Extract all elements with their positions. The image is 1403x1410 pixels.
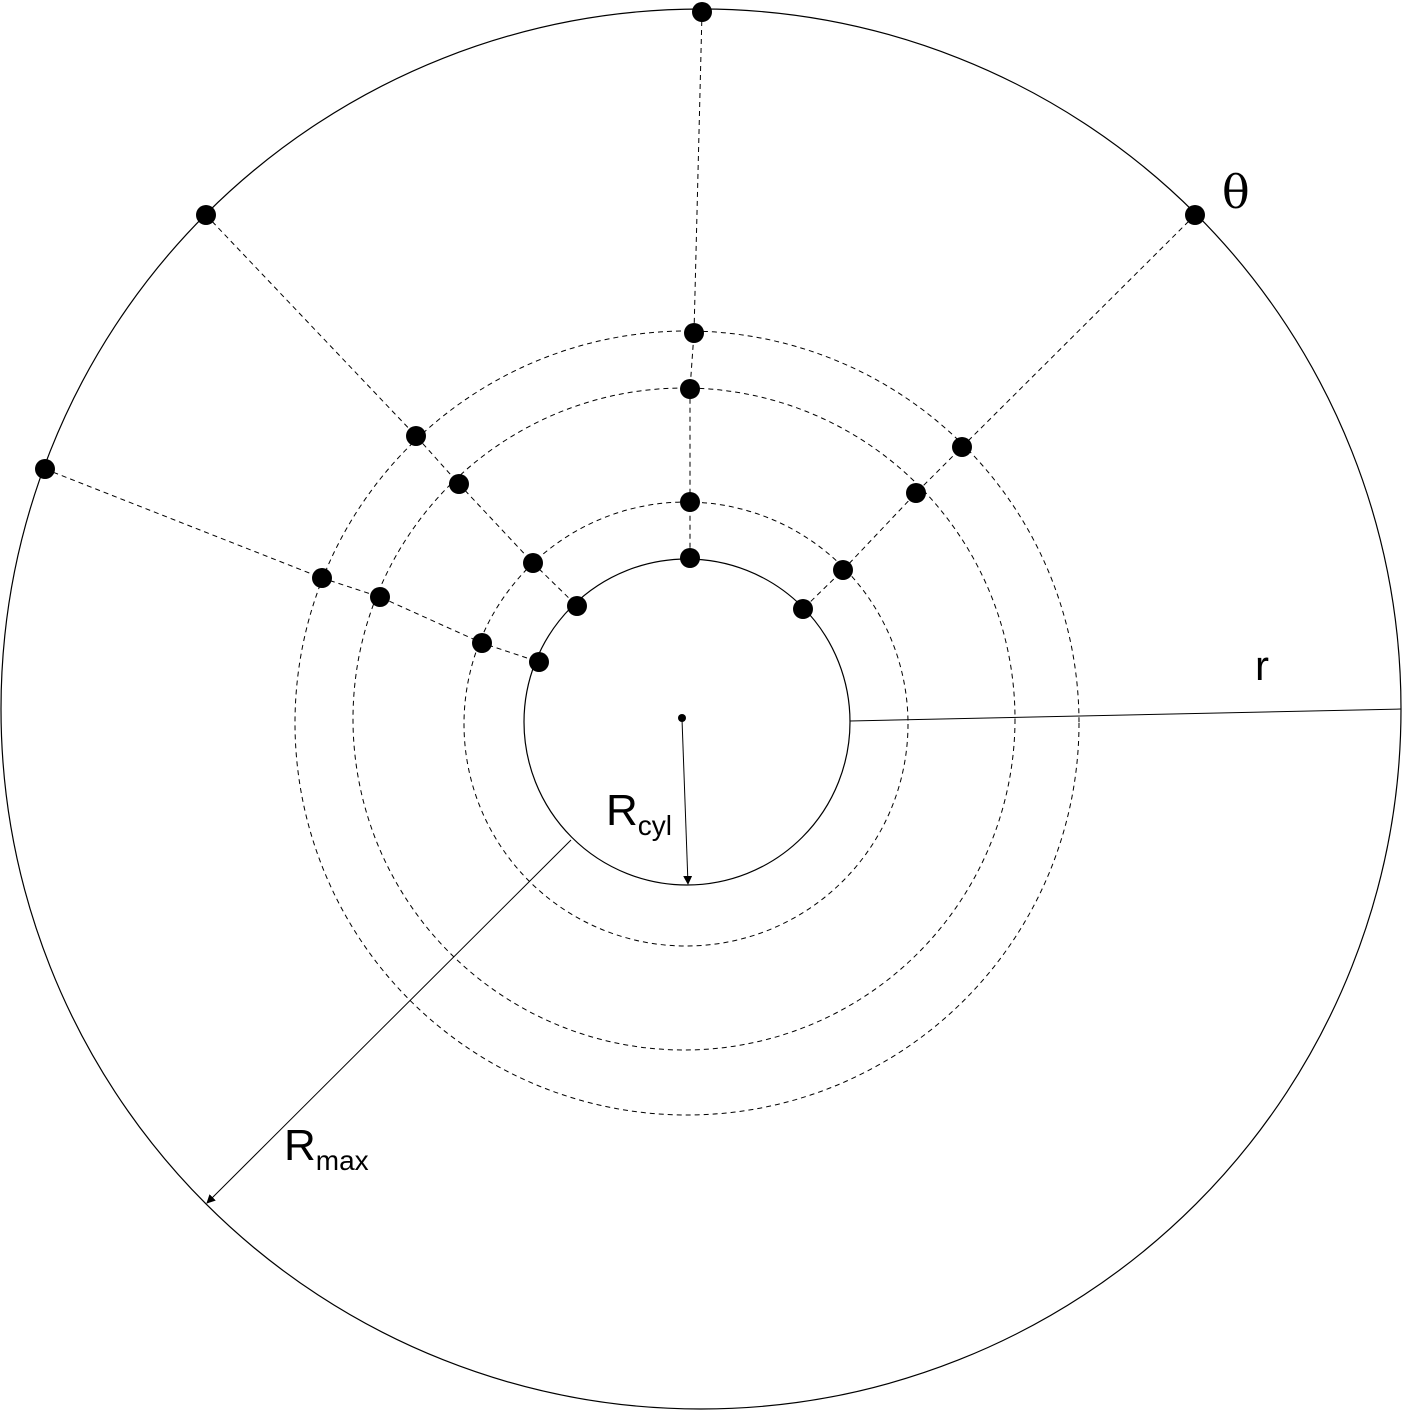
grid-node bbox=[906, 483, 926, 503]
r-cyl-label: Rcyl bbox=[606, 786, 672, 841]
grid-node bbox=[680, 548, 700, 568]
r-cyl-label-sub: cyl bbox=[638, 810, 672, 841]
r-max-label: Rmax bbox=[284, 1121, 369, 1176]
r-cyl-label-main: R bbox=[606, 786, 638, 835]
grid-node bbox=[312, 568, 332, 588]
grid-node bbox=[833, 560, 853, 580]
grid-node bbox=[449, 474, 469, 494]
grid-node bbox=[952, 437, 972, 457]
r-max-arrow bbox=[206, 839, 572, 1204]
grid-node bbox=[370, 587, 390, 607]
grid-node bbox=[1185, 205, 1205, 225]
radial-ray-left bbox=[44, 468, 540, 663]
grid-node bbox=[567, 596, 587, 616]
grid-node bbox=[523, 553, 543, 573]
radial-ray-upper-right bbox=[802, 214, 1196, 610]
r-cyl-arrow bbox=[681, 718, 693, 885]
r-max-label-sub: max bbox=[316, 1145, 369, 1176]
grid-node bbox=[684, 323, 704, 343]
grid-node bbox=[692, 2, 712, 22]
center-point bbox=[678, 714, 686, 722]
grid-node bbox=[793, 599, 813, 619]
grid-node bbox=[472, 633, 492, 653]
grid-node bbox=[529, 652, 549, 672]
r-max-label-main: R bbox=[284, 1121, 316, 1170]
grid-node bbox=[680, 379, 700, 399]
grid-node bbox=[680, 492, 700, 512]
r-axis-line bbox=[849, 708, 1402, 722]
grid-node bbox=[35, 459, 55, 479]
grid-node bbox=[406, 426, 426, 446]
radial-ray-top bbox=[689, 11, 703, 558]
grid-node bbox=[196, 205, 216, 225]
theta-label: θ bbox=[1222, 165, 1250, 219]
grid-nodes bbox=[35, 2, 1205, 672]
r-label: r bbox=[1255, 642, 1269, 689]
radial-ray-upper-left bbox=[205, 214, 578, 607]
